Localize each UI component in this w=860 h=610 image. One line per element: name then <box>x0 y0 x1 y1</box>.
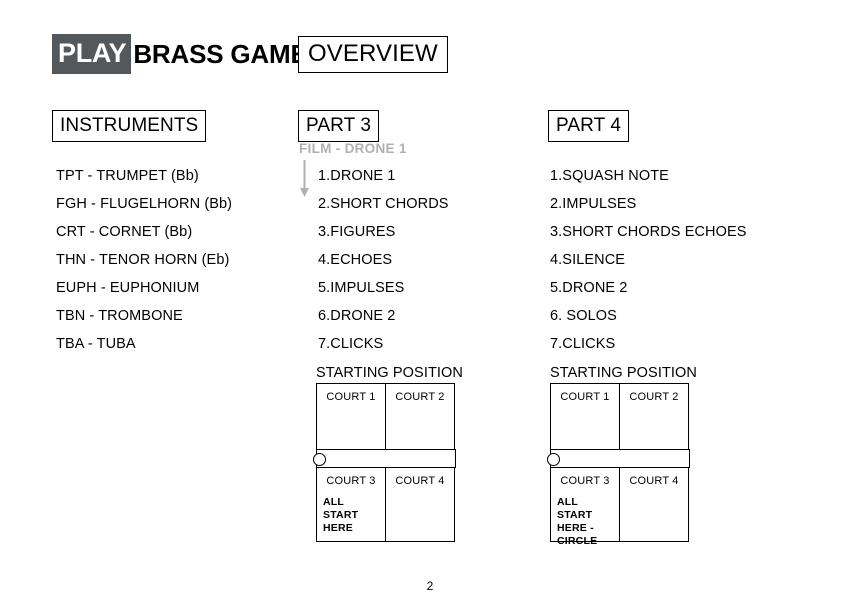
list-item: 4.SILENCE <box>550 251 626 268</box>
court-cell-2: COURT 2 <box>619 383 689 450</box>
list-item: 6. SOLOS <box>550 307 617 324</box>
court-label: COURT 3 <box>326 475 376 487</box>
court-label: COURT 4 <box>395 475 445 487</box>
court-label: COURT 1 <box>326 391 376 403</box>
court-row-bottom: COURT 3 ALL START HERE - CIRCLE COURT 4 <box>550 467 690 547</box>
page-number: 2 <box>426 579 434 593</box>
court-corridor <box>547 449 690 468</box>
list-item: 2.SHORT CHORDS <box>318 195 449 212</box>
list-item: EUPH - EUPHONIUM <box>56 279 200 296</box>
court-row-top: COURT 1 COURT 2 <box>316 383 456 450</box>
document-header: PLAY BRASS GAME <box>52 34 308 74</box>
court-cell-4: COURT 4 <box>385 467 455 542</box>
section-heading-part4: PART 4 <box>548 110 630 142</box>
list-item: 3.SHORT CHORDS ECHOES <box>550 223 747 240</box>
court-label: COURT 2 <box>395 391 445 403</box>
start-circle-icon <box>313 453 326 466</box>
court-cell-3: COURT 3 ALL START HERE <box>316 467 386 542</box>
film-annotation-part3: FILM - DRONE 1 <box>299 141 407 156</box>
list-item: 2.IMPULSES <box>550 195 637 212</box>
court-cell-4: COURT 4 <box>619 467 689 542</box>
start-circle-icon <box>547 453 560 466</box>
list-item: 1.SQUASH NOTE <box>550 167 669 184</box>
list-item: 5.DRONE 2 <box>550 279 628 296</box>
list-item: 3.FIGURES <box>318 223 396 240</box>
court-cell-1: COURT 1 <box>316 383 386 450</box>
part4-list: 1.SQUASH NOTE 2.IMPULSES 3.SHORT CHORDS … <box>550 162 747 358</box>
list-item: CRT - CORNET (Bb) <box>56 223 193 240</box>
court-grid-part3: COURT 1 COURT 2 COURT 3 ALL START HERE C… <box>313 383 456 542</box>
down-arrow-icon <box>297 160 313 198</box>
court-row-bottom: COURT 3 ALL START HERE COURT 4 <box>316 467 456 542</box>
play-badge: PLAY <box>52 34 132 74</box>
overview-label-box: OVERVIEW <box>298 36 448 73</box>
list-item: 7.CLICKS <box>318 335 384 352</box>
list-item: 4.ECHOES <box>318 251 393 268</box>
court-start-note: ALL START HERE - CIRCLE <box>557 496 598 547</box>
court-label: COURT 3 <box>560 475 610 487</box>
starting-position-title-part4: STARTING POSITION <box>550 365 697 381</box>
list-item: FGH - FLUGELHORN (Bb) <box>56 195 233 212</box>
court-cell-3: COURT 3 ALL START HERE - CIRCLE <box>550 467 620 547</box>
list-item: THN - TENOR HORN (Eb) <box>56 251 230 268</box>
part3-list: 1.DRONE 1 2.SHORT CHORDS 3.FIGURES 4.ECH… <box>318 162 449 358</box>
section-heading-part3: PART 3 <box>298 110 380 142</box>
court-start-note: ALL START HERE <box>323 496 359 534</box>
list-item: TBA - TUBA <box>56 335 136 352</box>
court-corridor <box>313 449 456 468</box>
list-item: 5.IMPULSES <box>318 279 405 296</box>
list-item: TBN - TROMBONE <box>56 307 183 324</box>
court-cell-2: COURT 2 <box>385 383 455 450</box>
list-item: 6.DRONE 2 <box>318 307 396 324</box>
court-row-top: COURT 1 COURT 2 <box>550 383 690 450</box>
court-label: COURT 1 <box>560 391 610 403</box>
instruments-list: TPT - TRUMPET (Bb) FGH - FLUGELHORN (Bb)… <box>56 162 232 358</box>
list-item: TPT - TRUMPET (Bb) <box>56 167 199 184</box>
court-grid-part4: COURT 1 COURT 2 COURT 3 ALL START HERE -… <box>547 383 690 547</box>
court-label: COURT 4 <box>629 475 679 487</box>
court-cell-1: COURT 1 <box>550 383 620 450</box>
list-item: 1.DRONE 1 <box>318 167 396 184</box>
starting-position-title-part3: STARTING POSITION <box>316 365 463 381</box>
document-title: BRASS GAME <box>133 39 308 69</box>
court-label: COURT 2 <box>629 391 679 403</box>
list-item: 7.CLICKS <box>550 335 616 352</box>
section-heading-instruments: INSTRUMENTS <box>52 110 207 142</box>
